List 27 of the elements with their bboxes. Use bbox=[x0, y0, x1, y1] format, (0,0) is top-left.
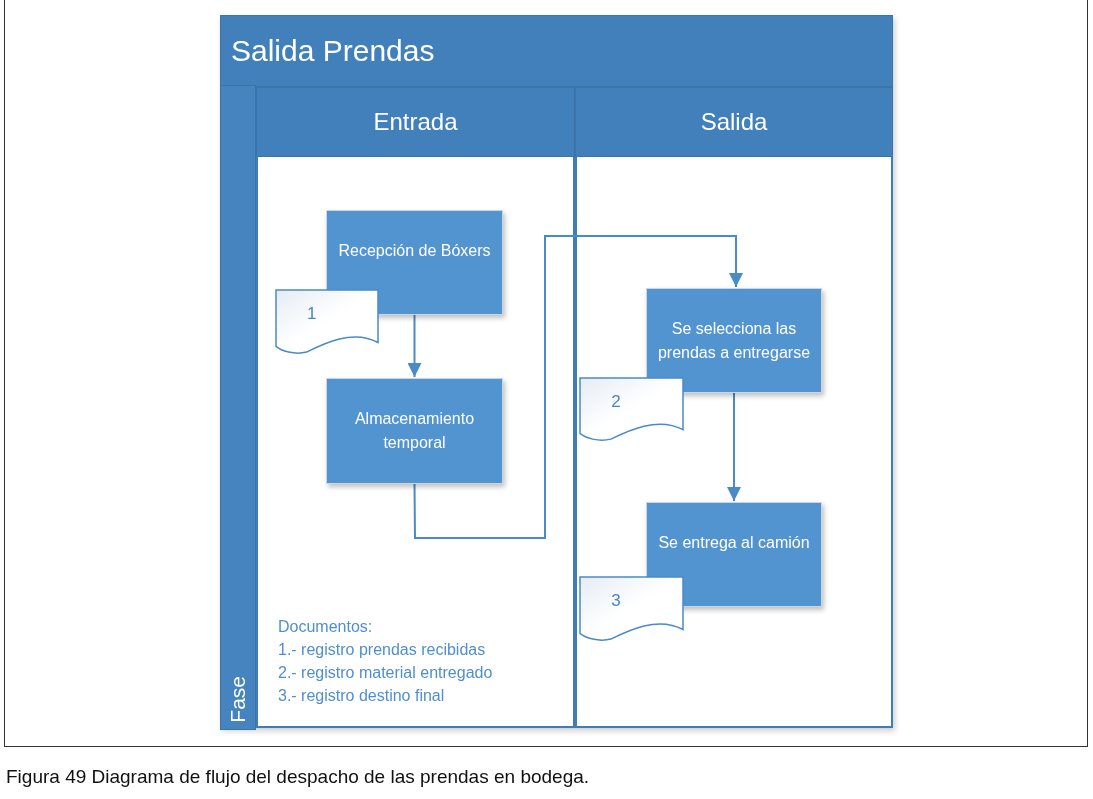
phase-label: Fase bbox=[226, 676, 250, 723]
document-number: 2 bbox=[610, 392, 622, 412]
caption: Figura 49 Diagrama de flujo del despacho de las prendas en bodega. bbox=[6, 766, 590, 788]
process-label: Recepción de Bóxers bbox=[338, 241, 491, 261]
document-number: 1 bbox=[305, 304, 318, 324]
pool-title: Salida Prendas bbox=[231, 34, 435, 68]
arrow bbox=[413, 235, 743, 539]
note-text: 1.- registro prendas recibidas bbox=[278, 640, 487, 660]
lane-title: Entrada bbox=[373, 108, 458, 136]
note-text: 3.- registro destino final bbox=[278, 686, 446, 706]
process-box bbox=[326, 378, 503, 484]
process-label: Almacenamiento temporal bbox=[353, 409, 476, 453]
swimlane bbox=[256, 87, 575, 728]
arrow bbox=[727, 392, 741, 502]
note-text: Documentos: bbox=[278, 617, 374, 637]
process-box bbox=[646, 502, 822, 607]
note-text: 2.- registro material entregado bbox=[278, 663, 493, 683]
process-label: Se entrega al camión bbox=[658, 533, 810, 553]
process-box bbox=[646, 288, 822, 393]
swimlane bbox=[575, 87, 893, 728]
phase-band bbox=[220, 85, 256, 730]
lane-title: Salida bbox=[700, 108, 768, 136]
document-number: 3 bbox=[610, 591, 622, 611]
swimlane-pool bbox=[220, 15, 893, 728]
process-box bbox=[326, 210, 503, 315]
arrow bbox=[407, 314, 422, 378]
process-label: Se selecciona las prendas a entregarse bbox=[657, 319, 811, 363]
